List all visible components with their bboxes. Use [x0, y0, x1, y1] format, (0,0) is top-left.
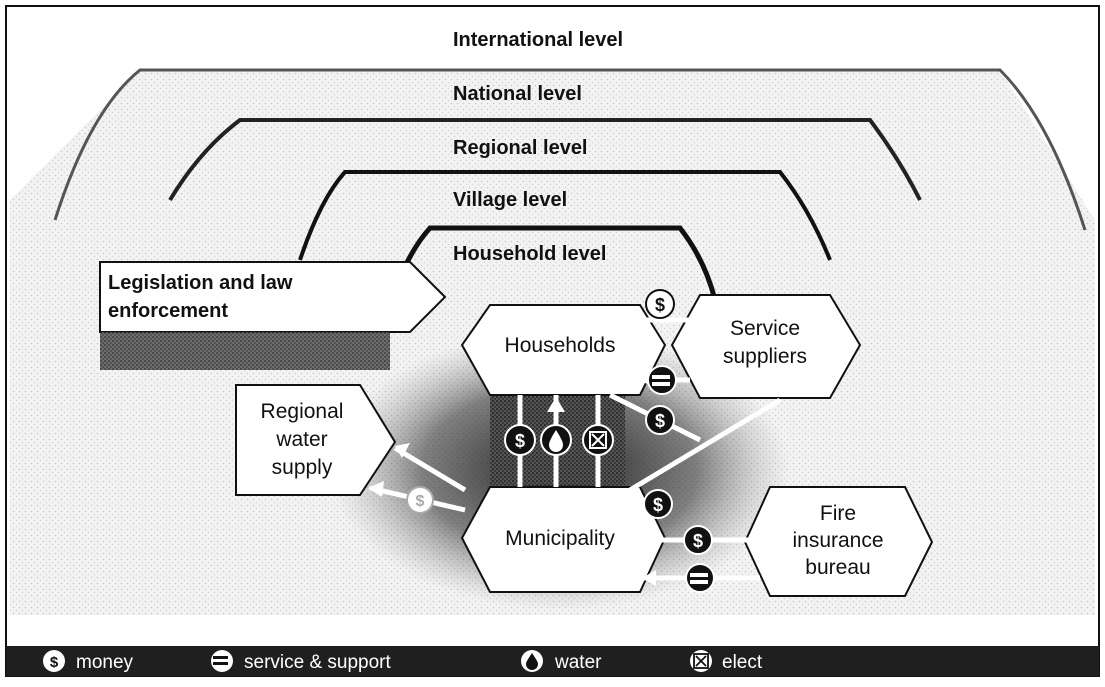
money-badge-households-suppliers: $ — [645, 289, 675, 319]
regional-level-label: Regional level — [453, 137, 588, 159]
service-suppliers-label-line1: Service — [730, 317, 800, 340]
money-icon: $ — [43, 650, 65, 672]
regional-water-supply-label-line2: water — [275, 428, 327, 451]
water-badge-municipality-households — [540, 424, 572, 456]
money-badge-municipality-suppliers: $ — [643, 489, 673, 519]
fire-insurance-bureau-label-line2: insurance — [792, 529, 883, 552]
village-level-label: Village level — [453, 189, 567, 211]
svg-text:$: $ — [50, 654, 59, 671]
service-badge-bureau-municipality — [685, 563, 715, 593]
service-support-icon — [211, 650, 233, 672]
regional-water-supply-label-line3: supply — [272, 456, 333, 479]
households-label: Households — [505, 334, 616, 357]
legend-water-label: water — [554, 652, 602, 673]
legislation-arrow-shadow — [100, 332, 390, 370]
fire-insurance-bureau-label-line1: Fire — [820, 502, 856, 525]
svg-text:$: $ — [515, 431, 525, 451]
legend-service-label: service & support — [244, 652, 392, 673]
legend-money-label: money — [76, 652, 134, 673]
regional-water-supply-node — [235, 384, 397, 496]
village-level-shape — [298, 170, 832, 261]
elect-icon — [690, 650, 712, 672]
municipality-label: Municipality — [505, 527, 615, 550]
legend-bar — [6, 646, 1099, 676]
households-node — [460, 304, 667, 396]
international-level-label: International level — [453, 29, 623, 51]
legislation-label-line1: Legislation and law — [108, 272, 293, 294]
household-level-label: Household level — [453, 243, 606, 265]
international-level-shape — [53, 68, 1087, 231]
svg-text:$: $ — [416, 493, 425, 510]
money-badge-households-municipality: $ — [504, 424, 536, 456]
legislation-label-line2: enforcement — [108, 300, 228, 322]
municipality-node — [460, 486, 667, 593]
svg-text:$: $ — [655, 411, 665, 431]
water-icon — [521, 650, 543, 672]
service-suppliers-node — [670, 294, 862, 399]
svg-text:$: $ — [653, 495, 663, 515]
money-badge-municipality-regional: $ — [406, 486, 434, 514]
svg-text:$: $ — [693, 531, 703, 551]
svg-text:$: $ — [655, 295, 665, 315]
money-badge-suppliers-municipality: $ — [645, 405, 675, 435]
fire-insurance-bureau-label-line3: bureau — [805, 556, 870, 579]
service-badge-suppliers-households — [647, 365, 677, 395]
national-level-label: National level — [453, 83, 582, 105]
elect-badge-households-municipality — [582, 424, 614, 456]
regional-level-shape — [168, 118, 922, 202]
legislation-arrow — [99, 261, 447, 333]
regional-water-supply-label-line1: Regional — [261, 400, 344, 423]
money-badge-bureau-municipality: $ — [683, 525, 713, 555]
service-suppliers-label-line2: suppliers — [723, 345, 807, 368]
legend-elect-label: elect — [722, 652, 763, 673]
